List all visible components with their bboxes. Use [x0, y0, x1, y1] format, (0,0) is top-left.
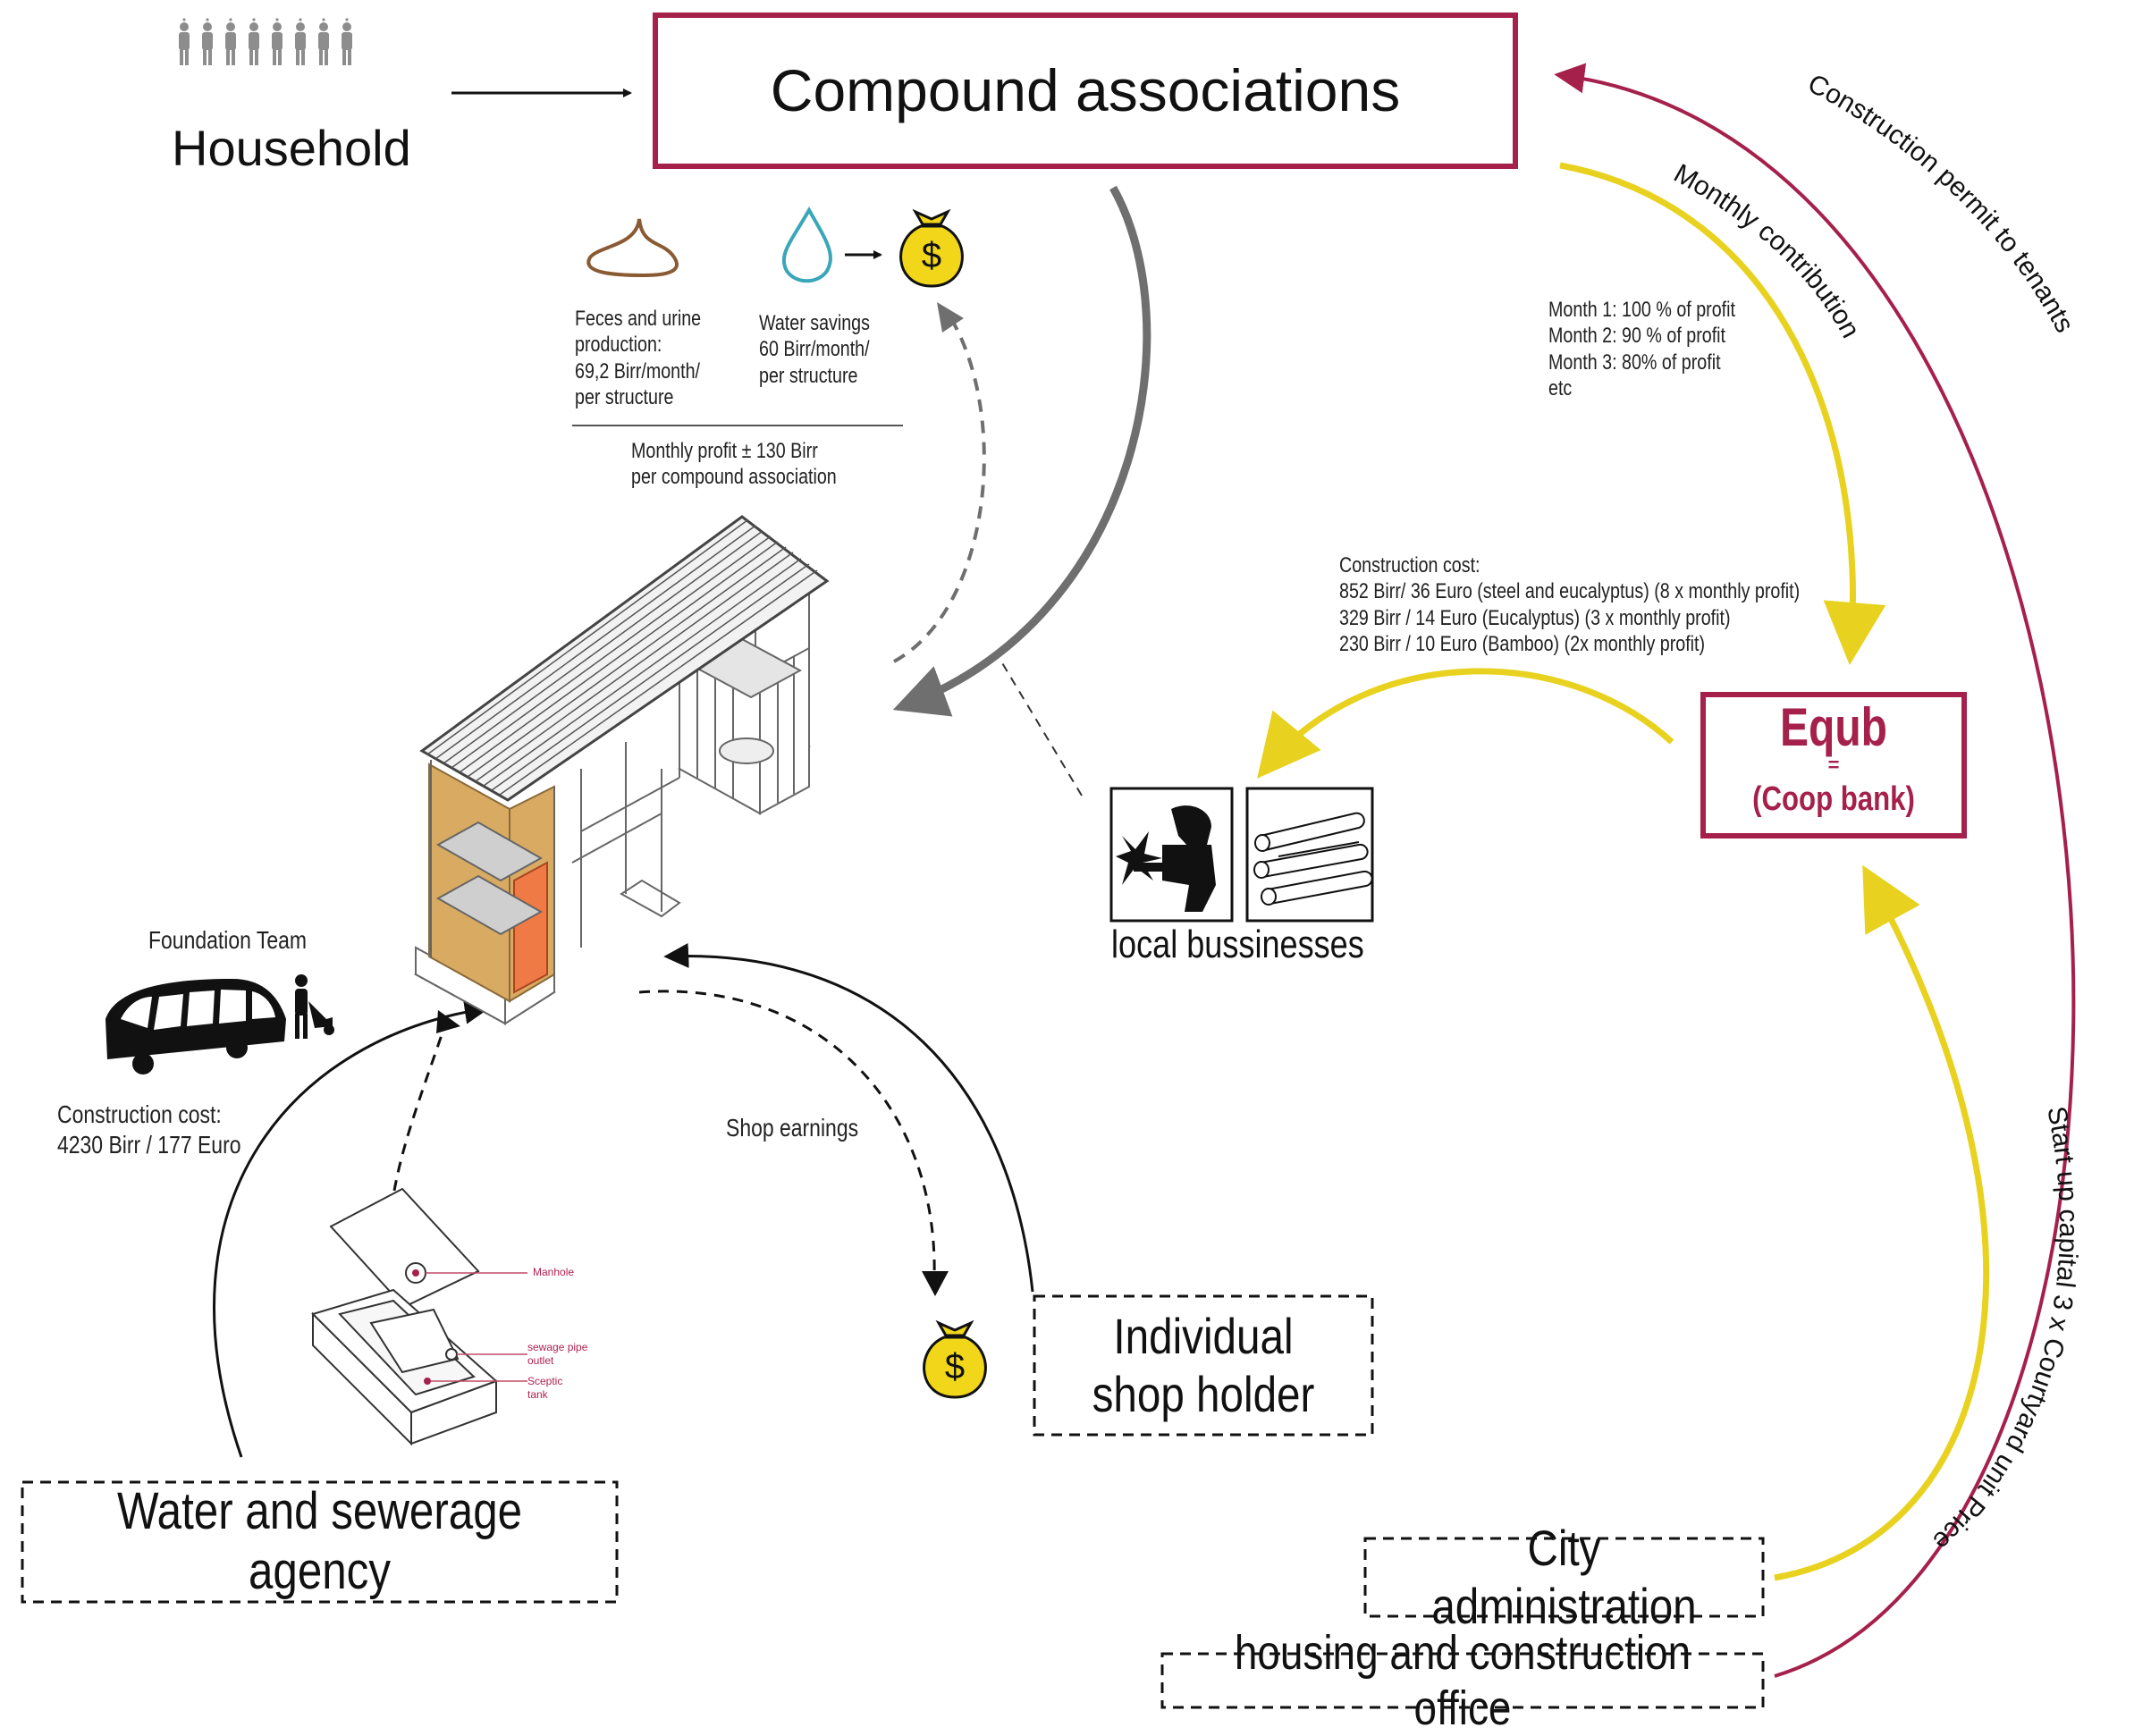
money-bag-icon: [923, 1321, 987, 1399]
arrowhead-shop-money: [922, 1271, 949, 1296]
link-local-to-structure: [1000, 661, 1083, 796]
shop-earnings-label: Shop earnings: [726, 1114, 859, 1142]
water-savings-label: Water savings 60 Birr/month/ per structu…: [759, 311, 870, 388]
arrow-city-to-equb: [1774, 864, 1989, 1581]
city-admin-label: City administration: [1431, 1520, 1697, 1634]
local-businesses-label: local bussinesses: [1111, 923, 1364, 966]
latrine-structure-illustration: [414, 581, 811, 1025]
arrow-equb-to-local: [1257, 668, 1674, 779]
arrow-structure-to-shop-money: [638, 990, 936, 1279]
arrow-agency-to-structure: [213, 999, 490, 1458]
welder-icon: [1109, 787, 1234, 923]
equb-title: Equb: [1780, 696, 1887, 757]
startup-capital-label: Start up capital 3 x Courtyard unit Pric…: [1927, 1104, 2083, 1555]
compound-title: Compound associations: [770, 56, 1401, 123]
arrowhead-savings: [937, 302, 964, 333]
worker-wheelbarrow-icon: [295, 974, 334, 1039]
housing-office-box[interactable]: [1160, 1652, 1765, 1709]
monthly-schedule-label: Month 1: 100 % of profit Month 2: 90 % o…: [1548, 298, 1735, 400]
monthly-profit-label: Monthly profit ± 130 Birr per compound a…: [631, 439, 837, 490]
arrow-monthly-contribution: [1559, 162, 1886, 665]
latrine-roof: [419, 515, 830, 802]
equb-equals: =: [1827, 754, 1840, 777]
city-admin-box[interactable]: [1363, 1537, 1765, 1618]
equb-box[interactable]: [1700, 692, 1967, 839]
manhole-label: Manhole: [533, 1266, 575, 1278]
money-bag-icon: [899, 210, 964, 288]
compound-box[interactable]: [653, 13, 1518, 169]
septic-tank-label: Sceptic tank: [527, 1375, 563, 1401]
arrow-shop-to-structure: [663, 942, 1034, 1293]
water-agency-box[interactable]: [21, 1480, 619, 1604]
household-label: Household: [172, 120, 411, 176]
bus-icon: [105, 979, 286, 1074]
shop-holder-box[interactable]: [1033, 1294, 1374, 1437]
timber-logs-icon: [1245, 787, 1374, 923]
arrowhead-septic-top: [436, 1010, 460, 1033]
housing-office-label: housing and construction office: [1234, 1625, 1691, 1735]
construction-cost-foundation-label: Construction cost: 4230 Birr / 177 Euro: [57, 1100, 241, 1159]
arrow-compound-to-structure: [892, 185, 1151, 717]
sewage-pipe-label: sewage pipe outlet: [527, 1341, 588, 1367]
feces-drop-icon: [586, 218, 679, 278]
feces-label: Feces and urine production: 69,2 Birr/mo…: [575, 307, 702, 409]
foundation-team-label: Foundation Team: [148, 926, 308, 954]
shop-holder-label: Individual shop holder: [1092, 1308, 1315, 1422]
arrow-housing-to-compound: [1554, 63, 2076, 1678]
construction-permit-label: Construction permit to tenants: [1803, 69, 2079, 338]
septic-tank-illustration: [311, 1187, 527, 1446]
equb-subtitle: (Coop bank): [1752, 780, 1915, 819]
construction-cost-local-label: Construction cost: 852 Birr/ 36 Euro (st…: [1339, 553, 1801, 656]
water-drop-icon: [781, 206, 832, 283]
arrow-structure-to-savings: [893, 311, 986, 663]
people-icon: [179, 18, 352, 65]
roof-ribs: [426, 519, 818, 796]
water-agency-label: Water and sewerage agency: [116, 1482, 523, 1600]
